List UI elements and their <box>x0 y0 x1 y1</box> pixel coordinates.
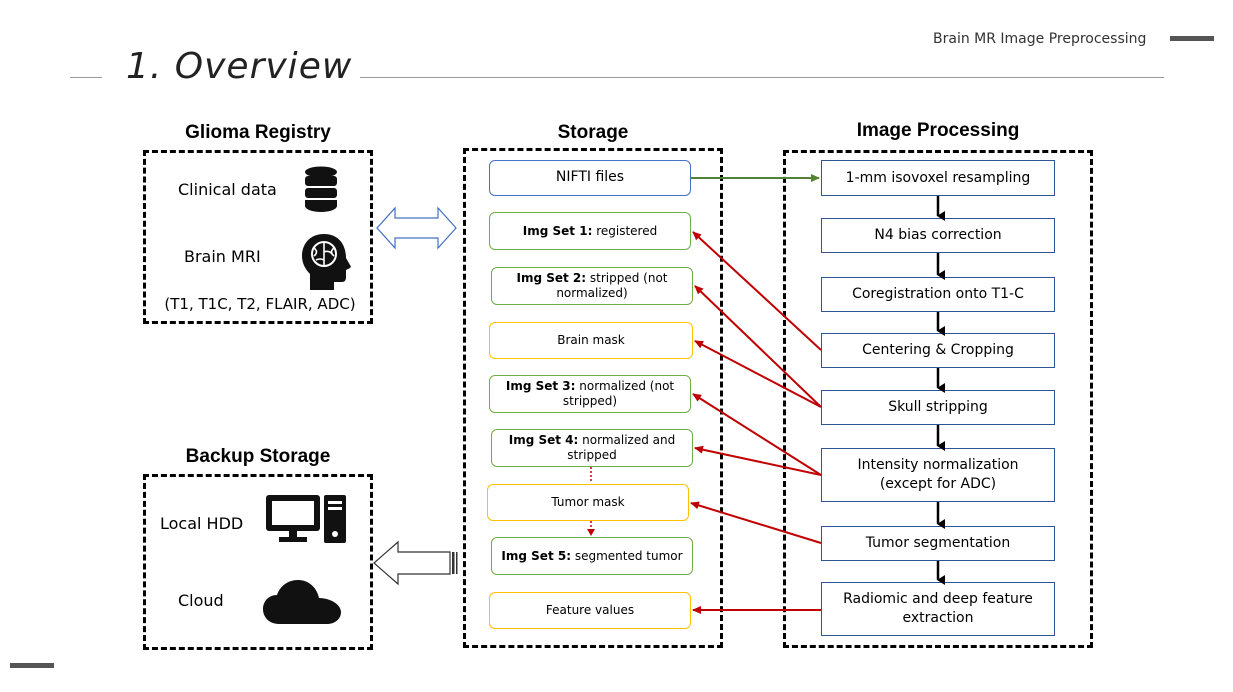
tumor-mask-label: Tumor mask <box>551 495 625 509</box>
nifti-files-label: NIFTI files <box>555 169 625 186</box>
registry-title: Glioma Registry <box>185 122 331 143</box>
mri-sequences-label: (T1, T1C, T2, FLAIR, ADC) <box>164 295 356 313</box>
step-feature-extraction: Radiomic and deep feature extraction <box>821 582 1055 636</box>
title-rule-left <box>70 77 102 78</box>
img-set-4-bold: Img Set 4: <box>508 433 579 447</box>
slide-title: 1. Overview <box>126 46 353 87</box>
clinical-data-label: Clinical data <box>178 180 277 199</box>
arrow-intensity-to-set4 <box>694 445 822 476</box>
step-resampling-label: 1-mm isovoxel resampling <box>845 169 1031 186</box>
step-tumor-segmentation: Tumor segmentation <box>821 526 1055 561</box>
double-arrow-icon <box>376 206 457 250</box>
left-arrow-icon <box>373 540 458 586</box>
img-set-4-box: Img Set 4: normalized and stripped <box>491 429 693 467</box>
backup-container <box>143 474 373 650</box>
img-set-2-rest: stripped (not normalized) <box>556 271 668 300</box>
img-set-3-box: Img Set 3: normalized (not stripped) <box>489 375 691 413</box>
step-intensity-normalization: Intensity normalization (except for ADC) <box>821 448 1055 502</box>
step-skull-stripping-label: Skull stripping <box>888 399 988 416</box>
feature-values-box: Feature values <box>489 592 691 629</box>
cloud-icon <box>263 580 341 624</box>
step-centering: Centering & Cropping <box>821 333 1055 368</box>
title-rule-right <box>360 77 1164 78</box>
database-icon <box>303 166 339 214</box>
img-set-4-text: Img Set 4: normalized and stripped <box>495 433 689 463</box>
step-tumor-segmentation-label: Tumor segmentation <box>865 535 1011 552</box>
feature-values-label: Feature values <box>545 603 635 617</box>
storage-container <box>463 148 723 648</box>
processing-container <box>783 150 1093 648</box>
step-n4-bias: N4 bias correction <box>821 218 1055 253</box>
step-centering-label: Centering & Cropping <box>862 342 1014 359</box>
step-resampling: 1-mm isovoxel resampling <box>821 160 1055 196</box>
img-set-5-text: Img Set 5: segmented tumor <box>501 549 682 564</box>
img-set-1-rest: registered <box>592 223 658 238</box>
processing-title: Image Processing <box>856 120 1020 141</box>
header-bar <box>1170 36 1214 41</box>
arrow-segmentation-to-tumormask <box>690 501 822 544</box>
nifti-files-box: NIFTI files <box>489 160 691 196</box>
cloud-label: Cloud <box>178 591 224 610</box>
step-intensity-normalization-label: Intensity normalization (except for ADC) <box>857 457 1019 492</box>
img-set-2-bold: Img Set 2: <box>516 271 587 285</box>
img-set-4-rest: normalized and stripped <box>567 433 676 462</box>
brain-mask-label: Brain mask <box>557 333 625 347</box>
dotted-arrowhead <box>587 529 595 536</box>
arrow-skull-to-brainmask <box>694 340 822 408</box>
step-n4-bias-label: N4 bias correction <box>874 227 1002 244</box>
brain-head-icon <box>300 232 352 292</box>
img-set-5-bold: Img Set 5: <box>501 548 572 563</box>
step-skull-stripping: Skull stripping <box>821 390 1055 425</box>
img-set-3-text: Img Set 3: normalized (not stripped) <box>493 379 687 409</box>
img-set-5-box: Img Set 5: segmented tumor <box>491 537 693 575</box>
img-set-3-bold: Img Set 3: <box>505 379 576 393</box>
slide-header-text: Brain MR Image Preprocessing <box>933 31 1147 47</box>
backup-title: Backup Storage <box>185 446 331 467</box>
step-coregistration: Coregistration onto T1-C <box>821 277 1055 312</box>
tumor-mask-box: Tumor mask <box>487 484 689 521</box>
step-feature-extraction-label: Radiomic and deep feature extraction <box>843 591 1033 626</box>
arrow-skull-to-set2 <box>694 285 822 408</box>
local-hdd-label: Local HDD <box>160 514 244 533</box>
registry-container <box>143 150 373 324</box>
arrow-centering-to-set1 <box>692 231 822 351</box>
arrow-intensity-to-set3 <box>692 393 822 476</box>
img-set-1-box: Img Set 1: registered <box>489 212 691 250</box>
img-set-1-bold: Img Set 1: <box>522 223 593 238</box>
brain-mask-box: Brain mask <box>489 322 693 359</box>
img-set-3-rest: normalized (not stripped) <box>562 379 675 408</box>
storage-title: Storage <box>557 122 629 143</box>
desktop-computer-icon <box>265 494 347 544</box>
img-set-5-rest: segmented tumor <box>571 548 683 563</box>
brain-mri-label: Brain MRI <box>184 247 261 266</box>
footer-bar <box>10 663 54 668</box>
step-coregistration-label: Coregistration onto T1-C <box>852 286 1024 303</box>
img-set-2-text: Img Set 2: stripped (not normalized) <box>495 271 689 301</box>
img-set-2-box: Img Set 2: stripped (not normalized) <box>491 267 693 305</box>
img-set-1-text: Img Set 1: registered <box>523 224 657 239</box>
